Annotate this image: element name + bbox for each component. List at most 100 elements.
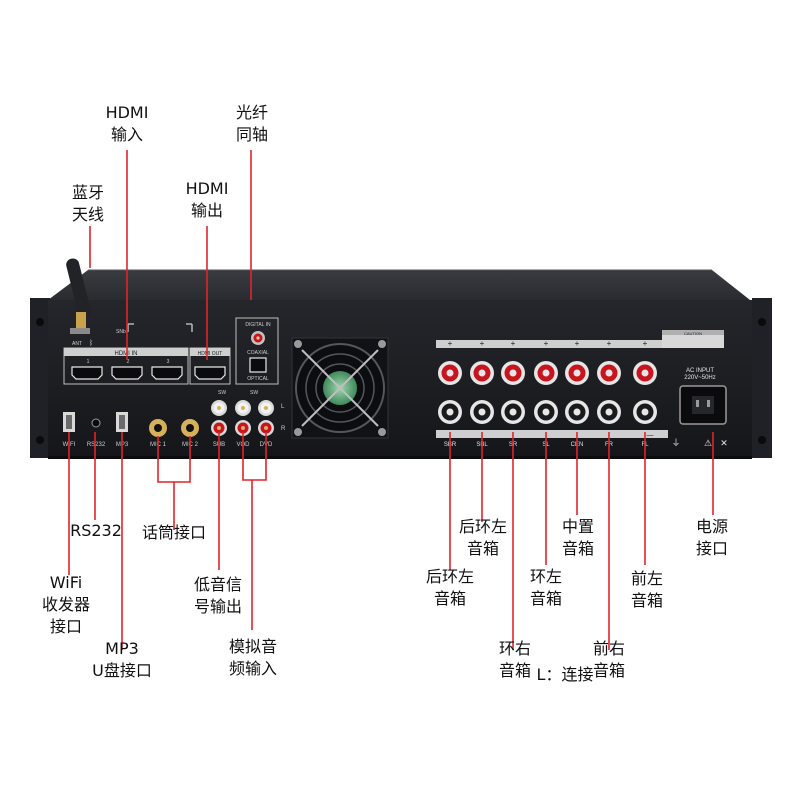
speaker-terminal-negative[interactable] [501, 400, 525, 424]
speaker-channel-label: SBL [476, 442, 488, 448]
minus-mark: — [647, 432, 654, 439]
bluetooth-antenna[interactable] [65, 257, 92, 334]
svg-text:WIFI: WIFI [63, 442, 76, 448]
rca-jack[interactable] [258, 400, 274, 416]
svg-text:SW: SW [250, 390, 258, 396]
rear-surround-right-callout: 后环左 音箱 [425, 567, 474, 608]
speaker-channel-label: SL [542, 442, 550, 448]
center-callout: 中置 音箱 [561, 517, 594, 558]
svg-text:MIC 2: MIC 2 [182, 442, 199, 448]
front-left-callout: 前左 音箱 [630, 569, 663, 610]
bluetooth-icon: ᛒ [89, 339, 93, 347]
svg-text:OPTICAL: OPTICAL [247, 376, 269, 382]
callout-line1: HDMI [105, 103, 149, 122]
svg-text:AC INPUT: AC INPUT [686, 368, 714, 374]
hdmi-out-port[interactable] [194, 366, 226, 380]
plus-mark: + [511, 339, 516, 348]
speaker-terminal-negative[interactable] [470, 400, 494, 424]
svg-text:RS232: RS232 [87, 442, 106, 448]
speaker-terminal-positive[interactable] [438, 361, 462, 385]
plus-mark: + [480, 339, 485, 348]
recycle-bin-icon: ✕ [720, 439, 728, 449]
plus-mark: + [544, 339, 549, 348]
wifi-usb-port[interactable] [63, 412, 75, 432]
mic-callout: 话筒接口 [141, 523, 206, 542]
front-right-callout: 前右 音箱 [592, 639, 625, 680]
rear-surround-left-callout: 后环左 音箱 [458, 517, 507, 558]
speaker-terminal-negative[interactable] [597, 400, 621, 424]
hdmi-in-ports[interactable] [71, 366, 183, 380]
rs232-port[interactable] [91, 418, 101, 428]
svg-text:220V~50Hz: 220V~50Hz [684, 375, 716, 381]
speaker-terminal-negative[interactable] [565, 400, 589, 424]
rca-jack[interactable] [211, 420, 227, 436]
optical-port[interactable] [249, 357, 267, 373]
mp3-callout: MP3 U盘接口 [92, 639, 152, 680]
power-callout: 电源 接口 [695, 517, 728, 558]
svg-text:3: 3 [167, 359, 170, 365]
rca-jack[interactable] [235, 420, 251, 436]
hdmi-in-callout: HDMI 输入 [97, 102, 157, 146]
snb-label: SNb [116, 329, 126, 335]
svg-text:DVD: DVD [260, 442, 273, 448]
plus-mark: + [448, 339, 453, 348]
coaxial-port[interactable] [251, 331, 265, 345]
svg-text:MIC 1: MIC 1 [150, 442, 167, 448]
speaker-terminal-negative[interactable] [438, 400, 462, 424]
speaker-channel-label: SBR [444, 442, 457, 448]
ant-label: ANT [72, 341, 82, 347]
surround-right-callout: 环右 音箱 [498, 639, 531, 680]
svg-text:R: R [281, 426, 286, 432]
rca-jack[interactable] [258, 420, 274, 436]
surround-left-callout: 环左 音箱 [529, 567, 562, 608]
warning-icon: ⚠ [704, 439, 712, 449]
mic-jacks[interactable] [149, 419, 199, 437]
plus-mark: + [643, 339, 648, 348]
svg-text:HDMI IN: HDMI IN [115, 351, 138, 357]
svg-text:COAXIAL: COAXIAL [247, 350, 269, 356]
svg-text:SUB: SUB [213, 442, 225, 448]
speaker-terminal-positive[interactable] [633, 361, 657, 385]
connection-note: L：连接 [536, 665, 594, 684]
rca-jack[interactable] [235, 400, 251, 416]
plus-mark: + [575, 339, 580, 348]
speaker-terminal-positive[interactable] [597, 361, 621, 385]
optical-coax-callout: 光纤 同轴 [235, 103, 268, 144]
sub-out-callout: 低音信 号输出 [193, 575, 242, 616]
svg-text:L: L [281, 404, 285, 410]
rca-jack[interactable] [211, 400, 227, 416]
svg-text:DIGITAL IN: DIGITAL IN [245, 322, 271, 328]
ground-icon: ⏚ [671, 438, 680, 449]
speaker-terminal-positive[interactable] [470, 361, 494, 385]
speaker-channel-label: CEN [571, 442, 584, 448]
power-inlet[interactable] [679, 385, 727, 425]
hdmi-out-callout: HDMI 输出 [185, 179, 229, 220]
svg-text:SW: SW [218, 390, 226, 396]
plus-mark: + [607, 339, 612, 348]
cooling-fan [291, 337, 389, 439]
speaker-channel-label: FR [605, 442, 614, 448]
rs232-callout: RS232 [70, 521, 122, 540]
analog-in-callout: 模拟音 频输入 [228, 637, 277, 678]
rack-ear-right [752, 298, 772, 458]
speaker-terminal-negative[interactable] [534, 400, 558, 424]
svg-text:2: 2 [127, 359, 130, 365]
speaker-terminal-positive[interactable] [501, 361, 525, 385]
bluetooth-antenna-callout: 蓝牙 天线 [71, 183, 104, 224]
chassis-top [48, 270, 750, 300]
speaker-terminal-positive[interactable] [565, 361, 589, 385]
speaker-channel-label: FL [641, 442, 649, 448]
mp3-usb-port[interactable] [116, 412, 128, 432]
callout-line2: 输入 [110, 125, 143, 144]
svg-text:1: 1 [87, 359, 90, 365]
svg-text:VOD: VOD [236, 442, 250, 448]
speaker-channel-label: SR [509, 442, 518, 448]
polarity-marks: + + + + + + + — [448, 339, 654, 439]
svg-text:HDMI OUT: HDMI OUT [198, 351, 223, 357]
rack-ear-left [30, 298, 50, 458]
speaker-terminal-positive[interactable] [534, 361, 558, 385]
rca-jacks[interactable] [211, 400, 274, 436]
wifi-callout: WiFi 收发器 接口 [41, 573, 90, 636]
speaker-terminal-negative[interactable] [633, 400, 657, 424]
